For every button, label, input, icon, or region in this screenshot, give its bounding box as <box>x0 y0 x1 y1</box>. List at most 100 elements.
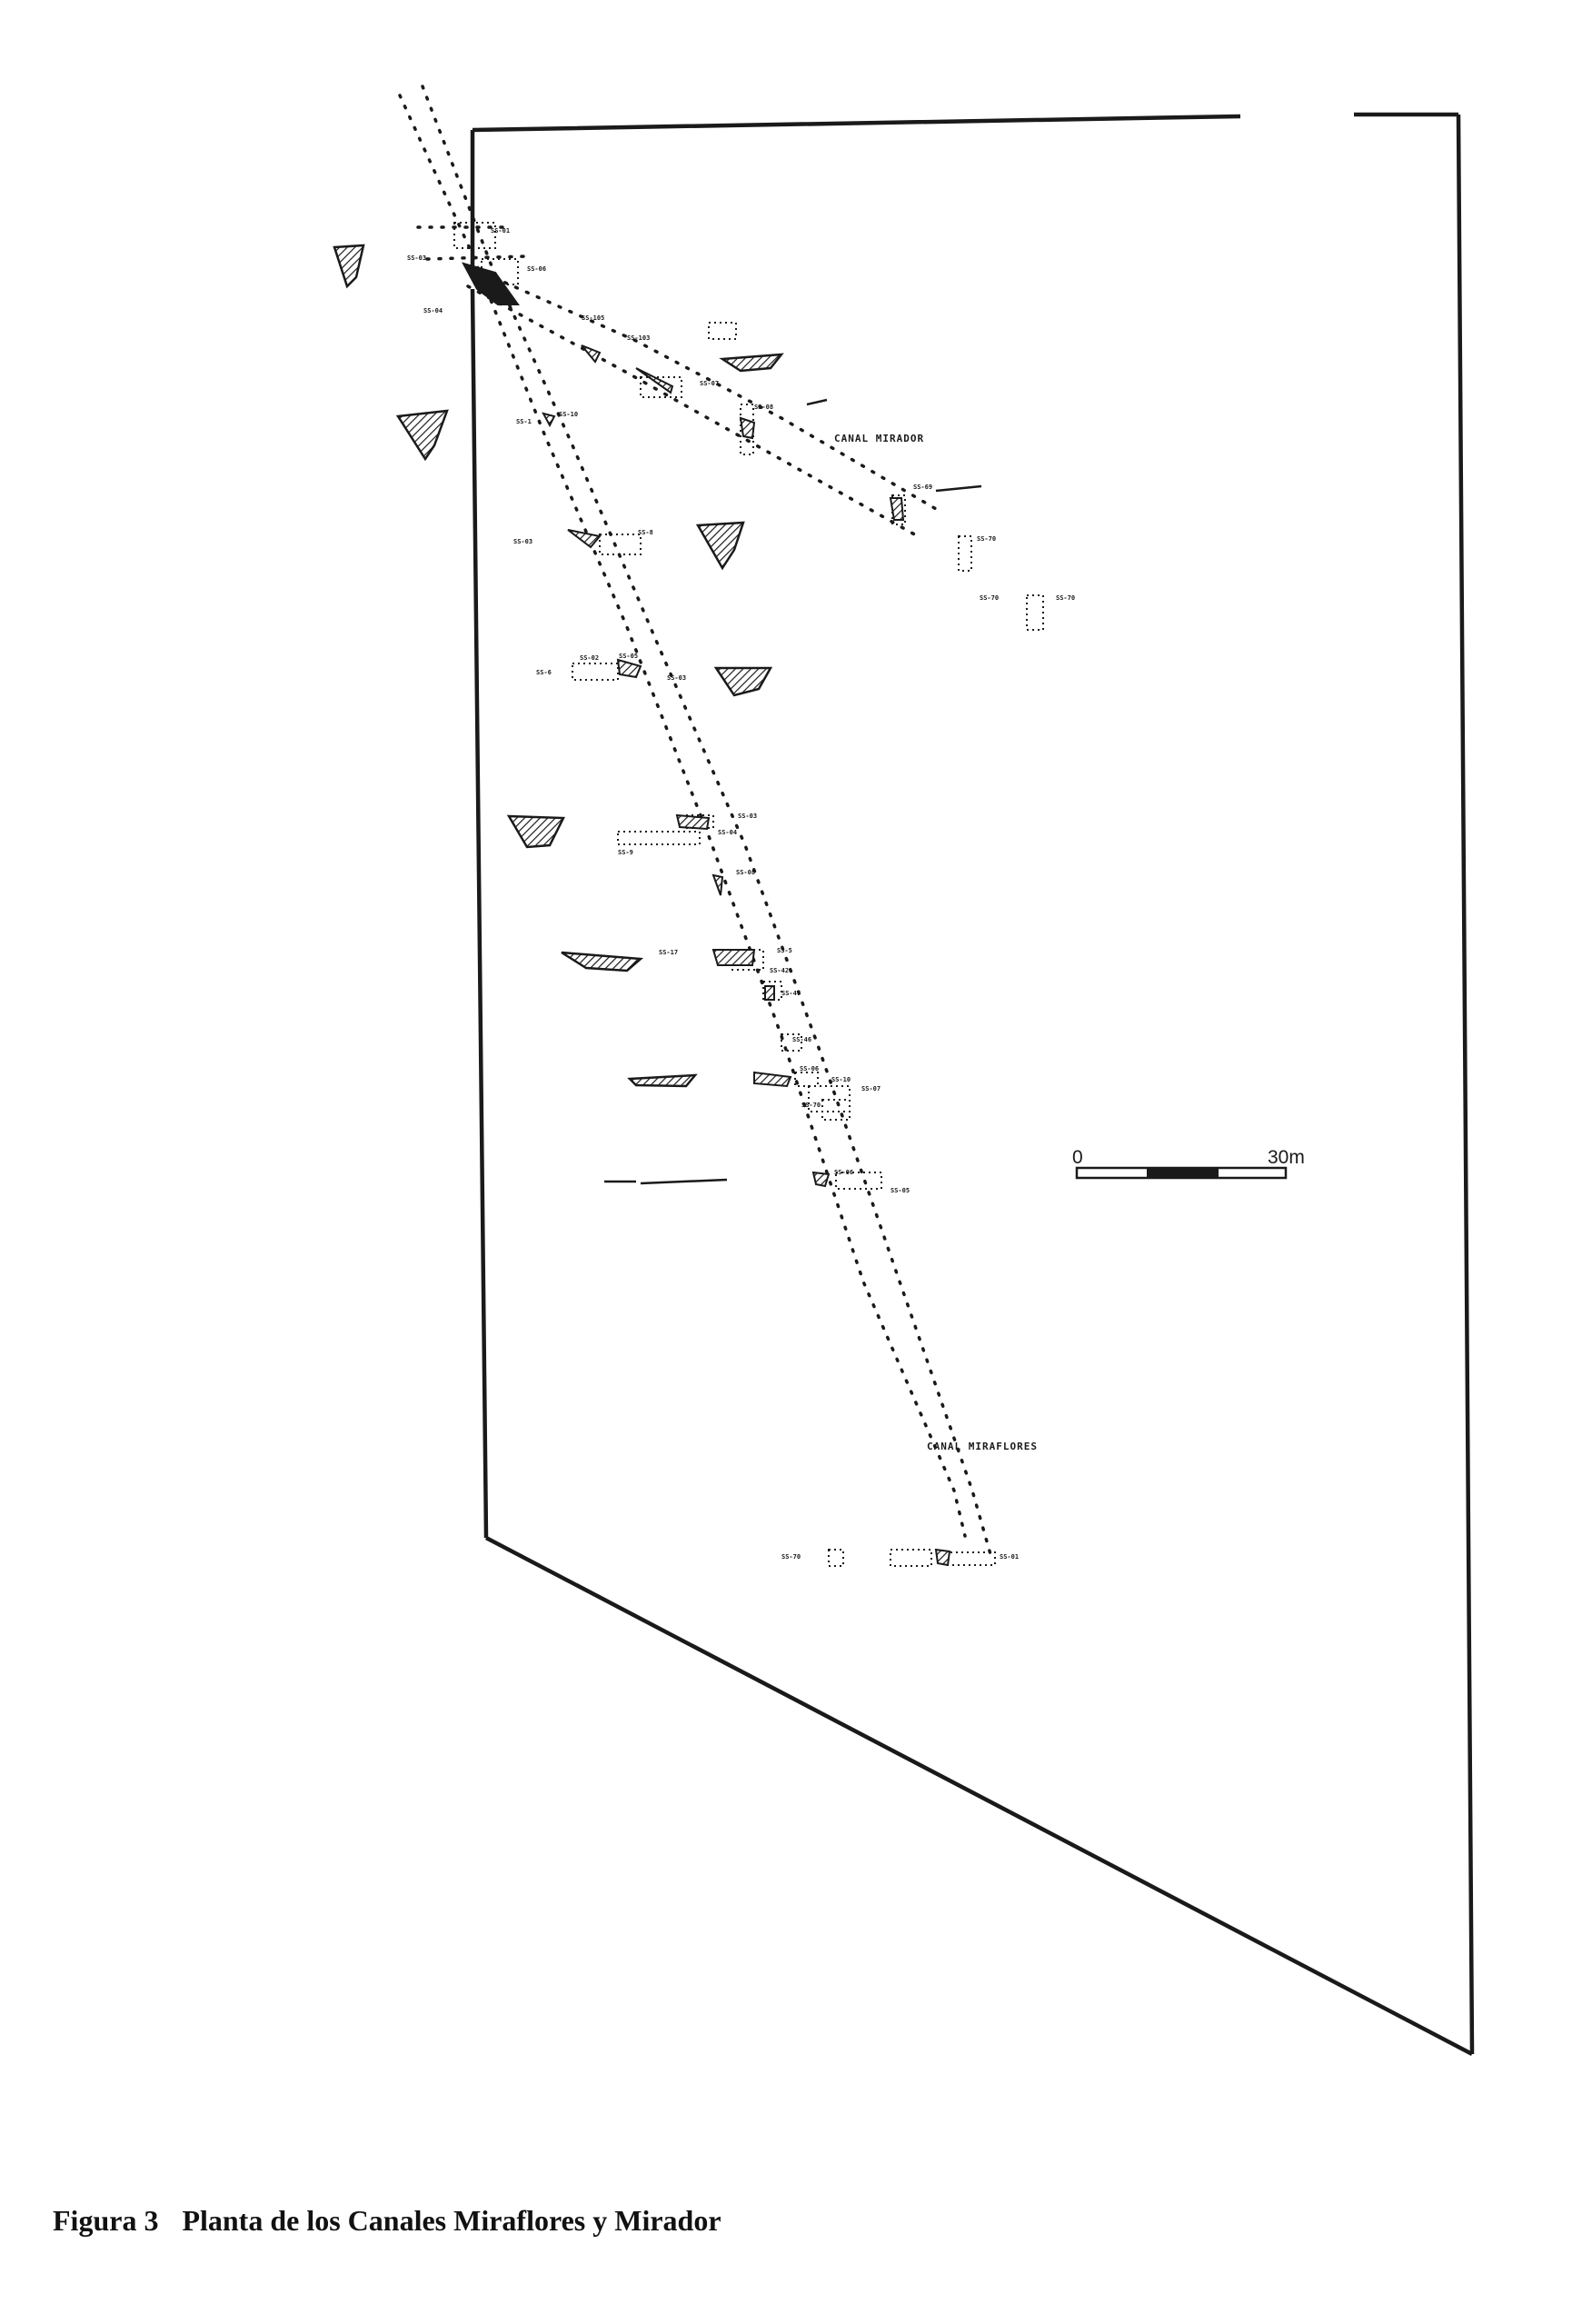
excavated-section-hatch <box>739 416 756 440</box>
canal-labels: CANAL MIRADOR CANAL MIRAFLORES <box>834 433 1038 1452</box>
canal-mirador-label: CANAL MIRADOR <box>834 433 924 444</box>
excavated-section-hatch <box>753 1071 792 1088</box>
figure-caption-text: Planta de los Canales Miraflores y Mirad… <box>182 2204 721 2237</box>
lot-label: SS-70 <box>781 1553 801 1561</box>
canal-mirador-line-upper <box>471 266 938 511</box>
lot-label: SS-04 <box>718 829 737 836</box>
excavated-section-hatch <box>711 949 756 966</box>
canal-profile-stroke <box>604 1178 728 1185</box>
lot-label: SS-08 <box>754 404 773 411</box>
lot-label: SS-69 <box>913 484 932 491</box>
scale-bar-segment-2 <box>1217 1168 1219 1178</box>
lot-label: SS-03 <box>738 813 757 820</box>
lot-label: SS-05 <box>891 1187 910 1194</box>
lot-label: SS-9 <box>618 849 633 856</box>
lot-rect <box>890 1549 932 1567</box>
lot-label: SS-5 <box>777 947 792 954</box>
lot-label: SS-47 <box>781 990 801 997</box>
lot-rect <box>740 404 754 455</box>
scale-bar-end-label: 30m <box>1268 1147 1305 1168</box>
lot-label: SS-46 <box>792 1036 811 1043</box>
canal-profile-hatch <box>719 353 784 373</box>
excavated-section-hatch <box>811 1171 831 1188</box>
lot-label: SS-02 <box>580 654 599 662</box>
lot-rect <box>794 1072 819 1087</box>
excavation-lots <box>453 222 1044 1567</box>
lot-rect <box>821 1099 851 1121</box>
lot-label: SS-8 <box>638 529 653 536</box>
excavated-section-hatch <box>462 262 520 305</box>
lot-label: SS-06 <box>527 265 546 273</box>
lot-rect <box>891 494 906 525</box>
excavated-sections <box>462 262 951 1567</box>
lot-rect <box>572 663 619 681</box>
lot-label: SS-07 <box>700 380 719 387</box>
plan-frame <box>470 112 1475 2056</box>
canal-profile-hatch <box>395 409 449 462</box>
lot-rect <box>1026 594 1044 631</box>
canal-miraflores-label: CANAL MIRAFLORES <box>927 1441 1038 1452</box>
lot-label: SS-6 <box>536 669 552 676</box>
canal-profile-hatch <box>561 951 644 972</box>
lot-rect <box>808 1085 851 1112</box>
canal-profiles <box>333 244 982 1185</box>
canal-miraflores-line-left <box>398 94 967 1538</box>
canal-profile-hatch <box>627 1073 698 1088</box>
lot-label: SS-70 <box>1056 594 1075 602</box>
lot-rect <box>835 1172 882 1190</box>
lot-rect <box>708 322 737 340</box>
excavated-section-hatch <box>889 497 905 521</box>
frame-left-edge <box>470 130 489 1539</box>
lot-label: SS-10 <box>559 411 578 418</box>
lot-rect <box>617 831 701 845</box>
canal-profile-hatch <box>713 666 773 697</box>
lot-label: SS-103 <box>627 334 650 342</box>
canal-profile-stroke <box>806 398 982 493</box>
lot-label: SS-07 <box>861 1085 881 1092</box>
lot-rect <box>958 535 972 572</box>
excavated-section-hatch <box>542 412 556 428</box>
lot-label: SS-06 <box>800 1065 819 1072</box>
lot-label: SS-03 <box>407 254 426 262</box>
canal-profile-hatch <box>333 244 365 289</box>
scale-bar-start-label: 0 <box>1072 1147 1083 1168</box>
lot-label: SS-105 <box>582 314 604 322</box>
figure-number: Figura 3 <box>53 2204 159 2237</box>
lot-label: SS-04 <box>423 307 443 314</box>
canal-lines <box>398 85 992 1556</box>
lot-label: SS-1 <box>516 418 532 425</box>
lot-label: SS-10 <box>831 1076 851 1083</box>
lot-rect <box>640 376 682 398</box>
lot-label: SS-70 <box>801 1102 821 1109</box>
lot-rect <box>944 1551 996 1566</box>
excavated-section-hatch <box>934 1548 951 1567</box>
lot-labels: SS-01 SS-03 SS-06 SS-04 SS-105 SS-103 SS… <box>407 227 1075 1561</box>
excavated-section-hatch <box>675 813 711 831</box>
lot-label: SS-70 <box>977 535 996 543</box>
canal-profile-hatch <box>695 521 745 571</box>
lot-rect <box>685 814 714 829</box>
lot-label: SS-01 <box>491 227 510 234</box>
lot-label: SS-70 <box>980 594 999 602</box>
excavated-section-hatch <box>635 367 674 394</box>
lot-label: SS-42 <box>770 967 789 974</box>
lot-rect <box>599 534 642 555</box>
lot-label: SS-17 <box>659 949 678 956</box>
excavated-section-hatch <box>764 985 775 1001</box>
figure-caption: Figura 3 Planta de los Canales Miraflores… <box>53 2204 721 2238</box>
frame-bottom-edge <box>484 1536 1474 2056</box>
frame-top-edge <box>472 112 1458 133</box>
excavated-section-hatch <box>711 873 724 896</box>
excavated-section-hatch <box>616 658 642 679</box>
excavated-section-hatch <box>567 529 602 549</box>
canal-junction-crossing <box>416 225 529 261</box>
scale-bar: 0 30m <box>1072 1147 1305 1180</box>
scale-bar-segment-1 <box>1147 1168 1217 1178</box>
lot-label: SS-05 <box>619 653 638 660</box>
frame-right-edge <box>1456 114 1475 2055</box>
lot-rect <box>453 222 496 249</box>
excavated-section-hatch <box>581 344 602 364</box>
lot-label: SS-03 <box>667 674 686 682</box>
lot-label: SS-03 <box>513 538 532 545</box>
